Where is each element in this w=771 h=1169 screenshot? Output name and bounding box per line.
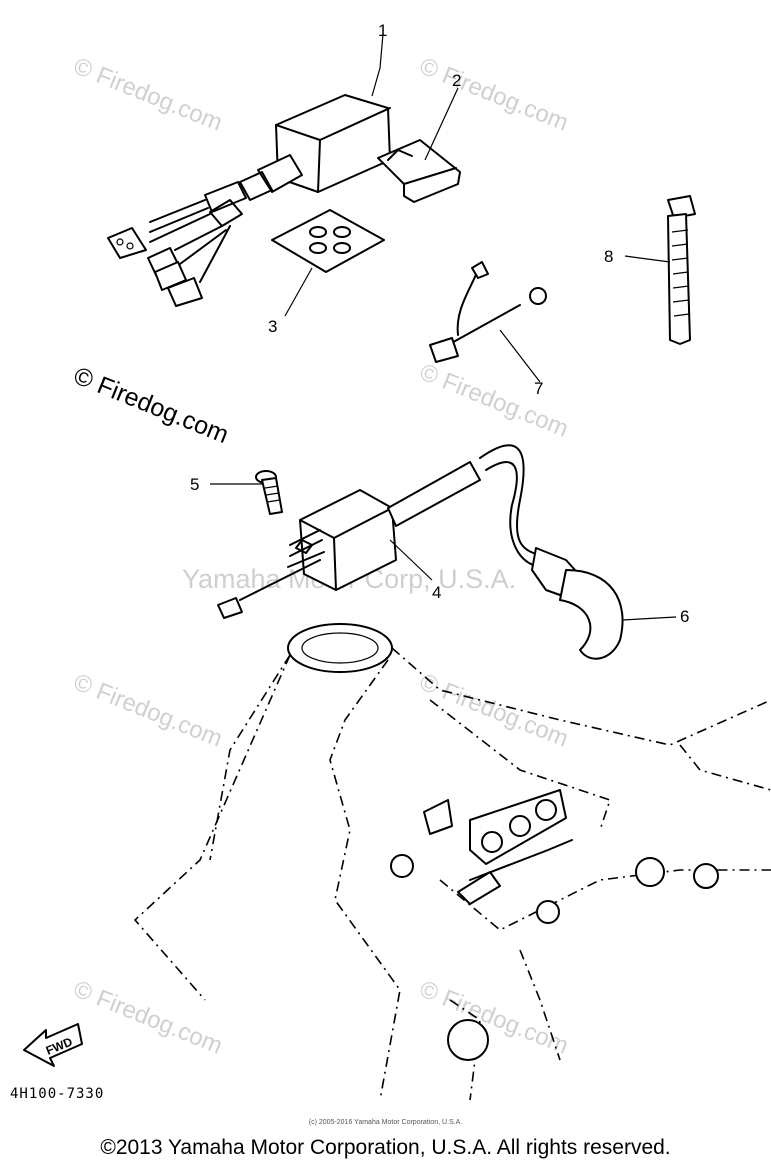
callout-8: 8 <box>604 247 613 266</box>
frame-mount-hardware <box>390 789 719 1061</box>
watermark: © Firedog.com <box>70 669 226 753</box>
part-8-cable-band <box>667 195 696 345</box>
part-7-lead-wire <box>429 261 547 363</box>
part-5-bolt <box>255 470 283 515</box>
part-4-ignition-coil <box>217 461 481 619</box>
callouts: 1 2 3 4 5 6 7 8 <box>190 21 689 626</box>
watermark: © Firedog.com <box>70 976 226 1060</box>
part-6-plug-cap <box>479 444 624 660</box>
watermark: © Firedog.com <box>416 669 572 753</box>
watermark: © Firedog.com <box>416 359 572 443</box>
callout-1: 1 <box>378 21 387 40</box>
watermark-dark: © Firedog.com <box>70 362 233 450</box>
callout-4: 4 <box>432 583 441 602</box>
watermark: © Firedog.com <box>416 976 572 1060</box>
part-3-pad <box>271 209 385 273</box>
diagram-code: 4H100-7330 <box>10 1086 104 1102</box>
callout-3: 3 <box>268 317 277 336</box>
callout-6: 6 <box>680 607 689 626</box>
leader-lines <box>210 33 677 621</box>
footer-copyright: ©2013 Yamaha Motor Corporation, U.S.A. A… <box>100 1136 671 1159</box>
callout-2: 2 <box>452 71 461 90</box>
callout-7: 7 <box>534 379 543 398</box>
small-copyright: (c) 2005-2016 Yamaha Motor Corporation, … <box>308 1119 463 1126</box>
part-1-cdi-unit <box>107 94 391 307</box>
part-2-bracket <box>377 139 461 203</box>
frame-outline <box>133 623 771 1101</box>
watermark: © Firedog.com <box>416 53 572 137</box>
callout-5: 5 <box>190 475 199 494</box>
parts-diagram: © Firedog.com © Firedog.com © Firedog.co… <box>10 21 771 1102</box>
watermark: © Firedog.com <box>70 53 226 137</box>
fwd-arrow-icon: FWD <box>23 1023 83 1067</box>
